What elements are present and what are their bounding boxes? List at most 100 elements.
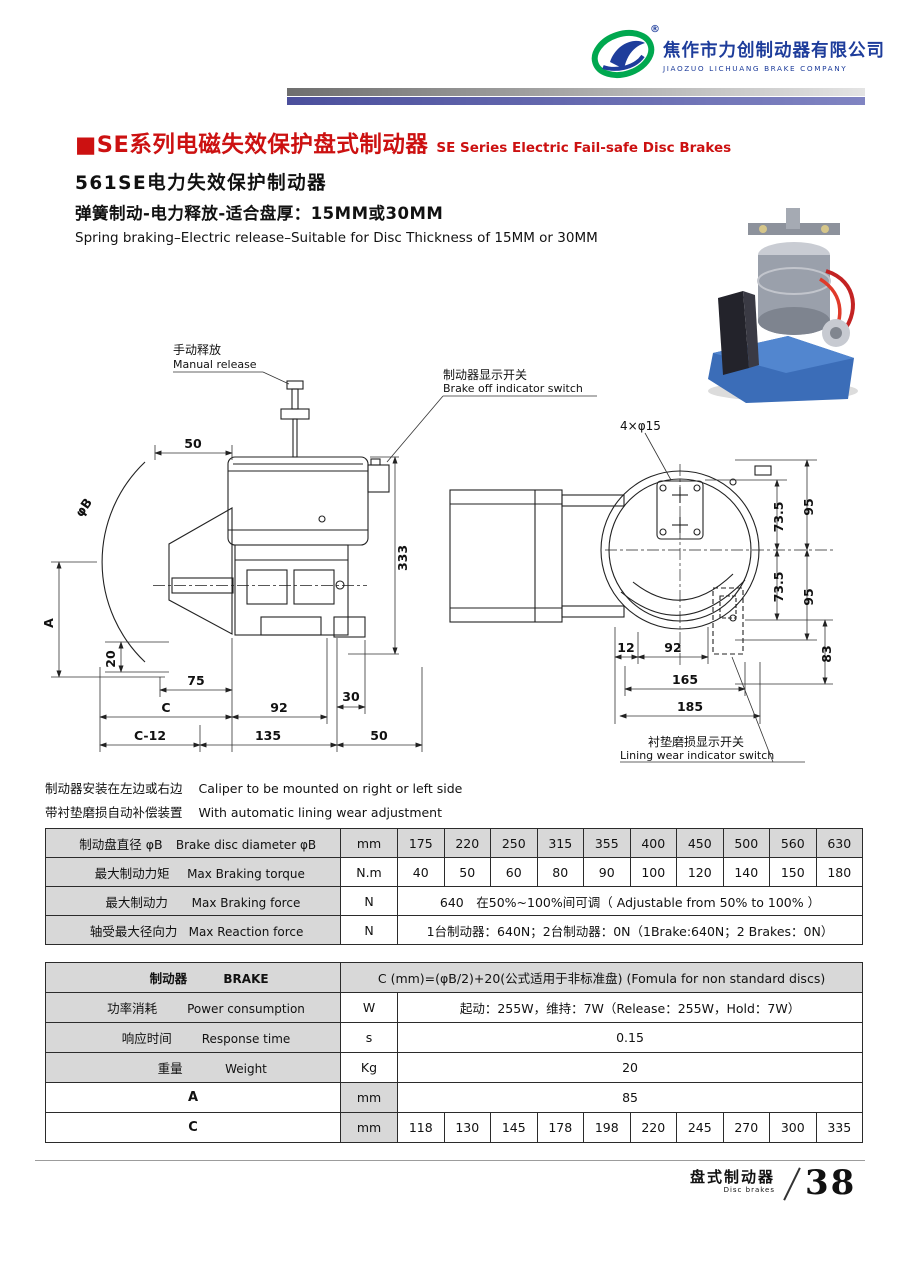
right-view-geometry bbox=[449, 464, 835, 667]
series-title-en: SE Series Electric Fail-safe Disc Brakes bbox=[436, 140, 732, 156]
table-row-reaction-force: 轴受最大径向力 Max Reaction force N 1台制动器：640N；… bbox=[45, 915, 863, 945]
dim-20: 20 bbox=[103, 650, 118, 668]
dim-50-bottom: 50 bbox=[370, 728, 388, 743]
dim-95-bottom: 95 bbox=[801, 588, 816, 605]
left-view-geometry bbox=[101, 380, 390, 663]
unit-cell: mm bbox=[340, 828, 398, 858]
row-label-cell: 最大制动力 Max Braking force bbox=[45, 886, 341, 916]
value-cell: 50 bbox=[443, 857, 491, 887]
lining-switch-label-en: Lining wear indicator switch bbox=[620, 749, 774, 762]
value-cell: 335 bbox=[815, 1112, 864, 1143]
page-number: 38 bbox=[805, 1163, 857, 1203]
row-label-cn: 轴受最大径向力 bbox=[89, 923, 178, 939]
registered-mark: ® bbox=[650, 24, 660, 35]
table-row-brake-header: 制动器 BRAKE C (mm)=(φB/2)+20(公式适用于非标准盘) (F… bbox=[45, 962, 864, 993]
footer: 盘式制动器 Disc brakes 38 bbox=[690, 1166, 856, 1202]
unit-cell: N bbox=[340, 886, 398, 916]
row-label-cn: 功率消耗 bbox=[107, 1001, 158, 1016]
header-rules bbox=[287, 88, 865, 105]
value-cell: 140 bbox=[722, 857, 770, 887]
row-label-en: Weight bbox=[225, 1062, 267, 1076]
value-cell: 178 bbox=[536, 1112, 584, 1143]
dim-185: 185 bbox=[677, 699, 703, 714]
header-bar-purple bbox=[287, 97, 865, 105]
value-cell: 400 bbox=[629, 828, 677, 858]
value-span-cell: 85 bbox=[396, 1082, 864, 1113]
footer-slash-divider bbox=[783, 1167, 801, 1201]
feature-line-en: Spring braking–Electric release–Suitable… bbox=[75, 230, 598, 246]
brake-switch-label-en: Brake off indicator switch bbox=[443, 382, 583, 395]
value-span-cell: 20 bbox=[396, 1052, 864, 1083]
footer-title-en: Disc brakes bbox=[723, 1186, 776, 1194]
company-logo bbox=[591, 29, 655, 79]
company-block: 焦作市力创制动器有限公司 JIAOZUO LICHUANG BRAKE COMP… bbox=[663, 37, 885, 73]
dim-333: 333 bbox=[395, 545, 410, 571]
footer-title-cn: 盘式制动器 bbox=[690, 1168, 776, 1186]
row-label-cell: 响应时间 Response time bbox=[45, 1022, 341, 1053]
table-row-power: 功率消耗 Power consumption W 起动：255W，维持：7W（R… bbox=[45, 992, 864, 1023]
table-row-braking-torque: 最大制动力矩 Max Braking torque N.m 40 50 60 8… bbox=[45, 857, 863, 887]
row-label-en: Max Braking force bbox=[191, 895, 301, 910]
spec-table-main: 制动盘直径 φB Brake disc diameter φB mm 175 2… bbox=[45, 828, 863, 945]
dim-row-label: C bbox=[45, 1112, 341, 1143]
value-cell: 175 bbox=[397, 828, 445, 858]
footer-section-title: 盘式制动器 Disc brakes bbox=[690, 1166, 775, 1194]
note-adjustment-cn: 带衬垫磨损自动补偿装置 bbox=[45, 805, 183, 820]
spec-table-brake: 制动器 BRAKE C (mm)=(φB/2)+20(公式适用于非标准盘) (F… bbox=[45, 962, 864, 1143]
value-cell: 220 bbox=[443, 828, 491, 858]
dim-75: 75 bbox=[187, 673, 204, 688]
value-cell: 355 bbox=[583, 828, 631, 858]
product-photo bbox=[708, 208, 858, 403]
left-view-dimensions bbox=[51, 371, 597, 752]
row-label-en: Max Braking torque bbox=[187, 866, 305, 881]
row-label-cell: 制动盘直径 φB Brake disc diameter φB bbox=[45, 828, 341, 858]
row-label-cn: 重量 bbox=[157, 1061, 183, 1076]
unit-cell: N bbox=[340, 915, 398, 945]
table-row-braking-force: 最大制动力 Max Braking force N 640 在50%~100%间… bbox=[45, 886, 863, 916]
brake-switch-label-cn: 制动器显示开关 bbox=[443, 368, 527, 382]
table-row-weight: 重量 Weight Kg 20 bbox=[45, 1052, 864, 1083]
dim-92-left: 92 bbox=[270, 700, 287, 715]
table-row-disc-diameter: 制动盘直径 φB Brake disc diameter φB mm 175 2… bbox=[45, 828, 863, 858]
row-label-en: Power consumption bbox=[187, 1002, 305, 1016]
feature-line-cn: 弹簧制动-电力释放-适合盘厚：15MM或30MM bbox=[75, 204, 444, 223]
row-label-cn: 制动器 bbox=[149, 971, 188, 986]
holes-label: 4×φ15 bbox=[620, 419, 661, 433]
table-row-dim-a: A mm 85 bbox=[45, 1082, 864, 1113]
dim-83: 83 bbox=[819, 645, 834, 662]
series-title-cn: ■SE系列电磁失效保护盘式制动器 bbox=[75, 132, 429, 158]
formula-cell: C (mm)=(φB/2)+20(公式适用于非标准盘) (Fomula for … bbox=[339, 962, 864, 993]
value-cell: 40 bbox=[397, 857, 445, 887]
row-label-cn: 最大制动力 bbox=[105, 894, 168, 910]
value-cell: 450 bbox=[676, 828, 724, 858]
value-cell: 180 bbox=[815, 857, 863, 887]
unit-cell: W bbox=[340, 992, 398, 1023]
row-label-cell: 轴受最大径向力 Max Reaction force bbox=[45, 915, 341, 945]
dim-50-top: 50 bbox=[184, 436, 202, 451]
dim-95-top: 95 bbox=[801, 498, 816, 515]
header-bar-silver bbox=[287, 88, 865, 96]
unit-cell: N.m bbox=[340, 857, 398, 887]
unit-cell: mm bbox=[340, 1082, 398, 1113]
value-cell: 315 bbox=[536, 828, 584, 858]
value-cell: 80 bbox=[536, 857, 584, 887]
dim-92-right: 92 bbox=[664, 640, 681, 655]
series-title: ■SE系列电磁失效保护盘式制动器 SE Series Electric Fail… bbox=[75, 127, 731, 159]
value-cell: 120 bbox=[676, 857, 724, 887]
table-row-dim-c: C mm 118 130 145 178 198 220 245 270 300… bbox=[45, 1112, 864, 1143]
footer-rule bbox=[35, 1160, 865, 1161]
value-span-cell: 1台制动器：640N；2台制动器：0N（1Brake:640N；2 Brakes… bbox=[397, 915, 863, 945]
value-cell: 198 bbox=[583, 1112, 631, 1143]
row-label-en: Max Reaction force bbox=[188, 924, 304, 939]
dim-12: 12 bbox=[617, 640, 634, 655]
value-cell: 60 bbox=[490, 857, 538, 887]
row-label-en: Response time bbox=[201, 1032, 291, 1046]
row-label-cell: 重量 Weight bbox=[45, 1052, 341, 1083]
dim-73-5-bottom: 73.5 bbox=[771, 572, 786, 603]
note-mounting-cn: 制动器安装在左边或右边 bbox=[45, 781, 183, 796]
lining-switch-label-cn: 衬垫磨损显示开关 bbox=[648, 734, 744, 749]
value-span-cell: 起动：255W，维持：7W（Release：255W，Hold：7W） bbox=[396, 992, 864, 1023]
dim-c: C bbox=[161, 700, 170, 715]
unit-cell: mm bbox=[340, 1112, 398, 1143]
